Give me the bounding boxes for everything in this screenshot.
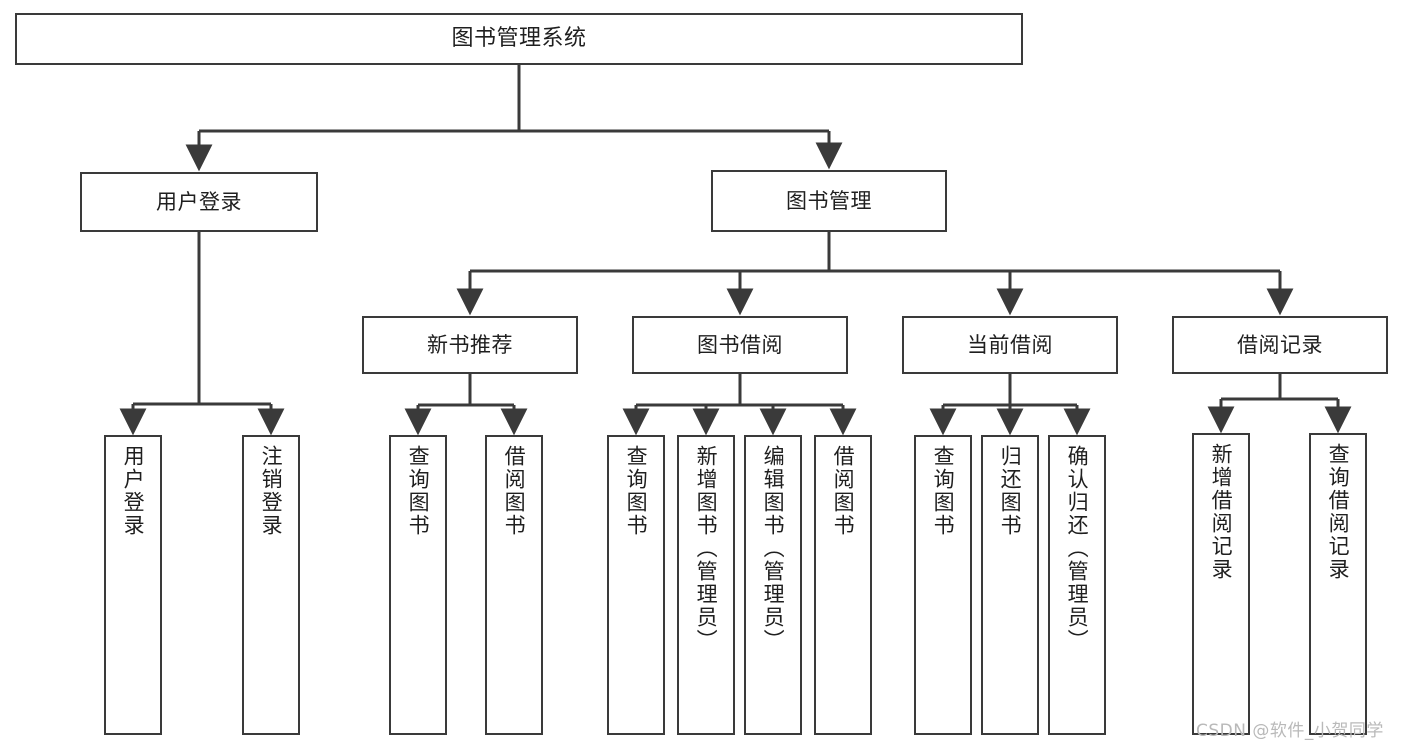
- node-label: 图书借阅: [697, 332, 783, 357]
- node-label: 图书管理: [786, 188, 872, 213]
- node-label: 新书推荐: [427, 332, 513, 357]
- node-label: 查询图书: [406, 445, 431, 537]
- node-label: 新增借阅记录: [1209, 443, 1234, 581]
- node-leaf-user-login[interactable]: 用户登录: [104, 435, 162, 735]
- node-leaf-confirm-return[interactable]: 确认归还（管理员）: [1048, 435, 1106, 735]
- node-leaf-query-book-2[interactable]: 查询图书: [607, 435, 665, 735]
- node-label: 注销登录: [259, 445, 284, 537]
- node-leaf-add-book[interactable]: 新增图书（管理员）: [677, 435, 735, 735]
- node-label: 确认归还（管理员）: [1065, 445, 1090, 652]
- node-label: 借阅记录: [1237, 332, 1323, 357]
- node-leaf-borrow-book-2[interactable]: 借阅图书: [814, 435, 872, 735]
- node-root-system[interactable]: 图书管理系统: [15, 13, 1023, 65]
- node-label: 查询图书: [624, 445, 649, 537]
- node-leaf-borrow-book-1[interactable]: 借阅图书: [485, 435, 543, 735]
- node-book-manage[interactable]: 图书管理: [711, 170, 947, 232]
- node-leaf-query-book-1[interactable]: 查询图书: [389, 435, 447, 735]
- node-label: 当前借阅: [967, 332, 1053, 357]
- node-leaf-query-record[interactable]: 查询借阅记录: [1309, 433, 1367, 735]
- node-label: 用户登录: [156, 189, 242, 214]
- node-label: 编辑图书（管理员）: [761, 445, 786, 652]
- node-leaf-user-logout[interactable]: 注销登录: [242, 435, 300, 735]
- node-label: 借阅图书: [502, 445, 527, 537]
- node-user-login[interactable]: 用户登录: [80, 172, 318, 232]
- node-label: 借阅图书: [831, 445, 856, 537]
- node-leaf-edit-book[interactable]: 编辑图书（管理员）: [744, 435, 802, 735]
- node-borrow-record[interactable]: 借阅记录: [1172, 316, 1388, 374]
- node-new-book-recommend[interactable]: 新书推荐: [362, 316, 578, 374]
- node-label: 查询借阅记录: [1326, 443, 1351, 581]
- node-leaf-return-book[interactable]: 归还图书: [981, 435, 1039, 735]
- node-leaf-add-record[interactable]: 新增借阅记录: [1192, 433, 1250, 735]
- node-label: 用户登录: [121, 445, 146, 537]
- node-label: 查询图书: [931, 445, 956, 537]
- node-label: 归还图书: [998, 445, 1023, 537]
- node-book-borrow[interactable]: 图书借阅: [632, 316, 848, 374]
- node-current-borrow[interactable]: 当前借阅: [902, 316, 1118, 374]
- node-label: 图书管理系统: [451, 26, 587, 52]
- node-leaf-query-book-3[interactable]: 查询图书: [914, 435, 972, 735]
- node-label: 新增图书（管理员）: [694, 445, 719, 652]
